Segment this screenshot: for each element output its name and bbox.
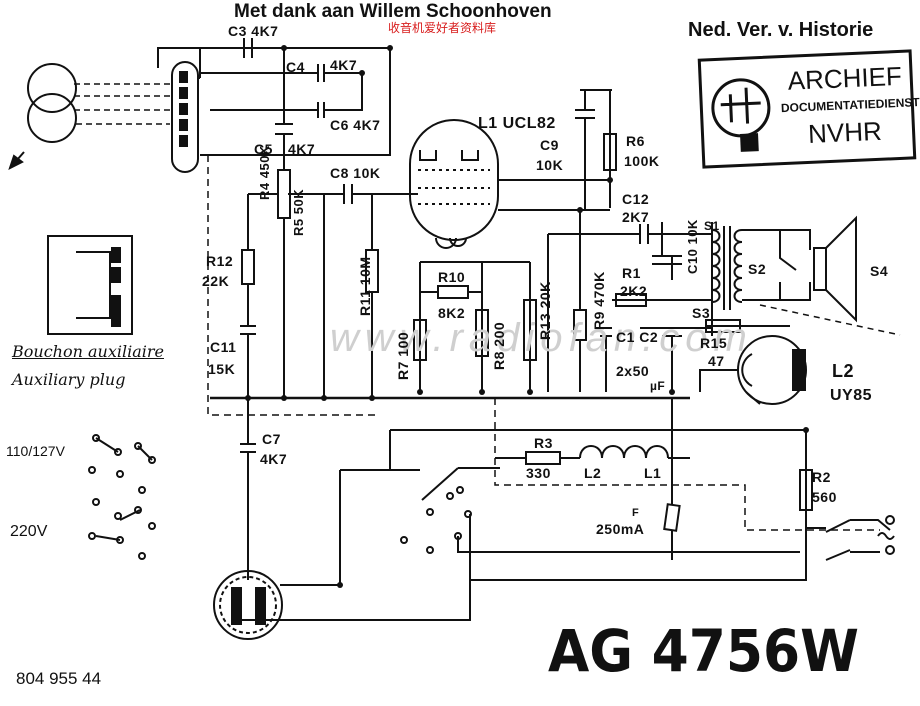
r12-value: 22K	[202, 273, 230, 289]
pickup-head	[8, 63, 170, 170]
l1-choke-label: L1	[644, 465, 662, 481]
r6-value: 100K	[624, 153, 660, 169]
c1c2-label: C1 C2	[616, 329, 659, 345]
fuse-value: 250mA	[596, 521, 645, 537]
c5-value: 4K7	[288, 141, 316, 157]
r4-label: R4 450K	[257, 145, 272, 200]
c11-value: 15K	[208, 361, 236, 377]
c10-label: C10 10K	[685, 219, 700, 274]
s2-label: S2	[748, 261, 767, 277]
r7-label: R7 100	[395, 331, 411, 380]
society-header: Ned. Ver. v. Historie	[688, 19, 874, 41]
c5-label: C5	[254, 141, 273, 157]
c1c2-value: 2x50	[616, 363, 650, 379]
tube-l1	[409, 119, 499, 249]
r9-label: R9 470K	[591, 271, 607, 330]
output-transformer	[711, 215, 901, 336]
c3-label: C3 4K7	[228, 23, 279, 39]
c4-label: C4	[286, 59, 305, 75]
r3-value: 330	[526, 465, 551, 481]
r6-label: R6	[626, 133, 645, 149]
r13-label: R13 20K	[537, 281, 553, 340]
site-watermark-cn: 收音机爱好者资料库	[388, 21, 497, 35]
motor	[213, 570, 283, 640]
r1-value: 2K2	[620, 283, 648, 299]
plug-label-fr: Bouchon auxiliaire	[12, 342, 164, 361]
part-number: 804 955 44	[16, 669, 102, 688]
voltage-high-label: 220V	[10, 523, 48, 540]
archive-stamp: ARCHIEF DOCUMENTATIEDIENST NVHR	[697, 49, 920, 169]
r2-value: 560	[812, 489, 837, 505]
c6-label: C6 4K7	[330, 117, 381, 133]
c7-label: C7	[262, 431, 281, 447]
plug-label-en: Auxiliary plug	[12, 370, 126, 389]
r10-label: R10	[438, 269, 466, 285]
fuse-label: F	[632, 507, 640, 519]
c11-label: C11	[210, 339, 237, 355]
r10-value: 8K2	[438, 305, 466, 321]
c8-label: C8 10K	[330, 165, 381, 181]
voltage-switch-legend	[88, 434, 156, 560]
credit-header: Met dank aan Willem Schoonhoven	[234, 1, 552, 22]
r5-label: R5 50K	[291, 188, 306, 236]
voltage-selector	[240, 467, 800, 621]
tube-l2-type: UY85	[830, 387, 873, 404]
c12-value: 2K7	[622, 209, 650, 225]
tube-l1-label: L1 UCL82	[478, 115, 556, 132]
globe-logo-icon	[711, 78, 771, 152]
tube-l2-label: L2	[832, 361, 855, 381]
aux-plug-symbol	[47, 235, 133, 335]
r11-label: R11 10M	[357, 256, 373, 316]
c4-value: 4K7	[330, 57, 358, 73]
r15-label: R15	[700, 335, 728, 351]
s3-label: S3	[692, 305, 711, 321]
model-number: AG 4756W	[548, 617, 860, 685]
r3-label: R3	[534, 435, 553, 451]
voltage-low-label: 110/127V	[6, 443, 65, 459]
r1-label: R1	[622, 265, 641, 281]
r12-label: R12	[206, 253, 234, 269]
r2-label: R2	[812, 469, 831, 485]
stamp-documentatiedienst: DOCUMENTATIEDIENST	[780, 95, 920, 116]
stamp-archief: ARCHIEF	[787, 60, 903, 96]
l2-choke-label: L2	[584, 465, 602, 481]
r8-label: R8 200	[491, 321, 507, 370]
c1c2-unit: µF	[650, 379, 666, 393]
c12-label: C12	[622, 191, 650, 207]
s1-label: S1	[704, 219, 720, 233]
radiofan-watermark: www.radiofan.com	[330, 316, 753, 360]
r15-value: 47	[708, 353, 725, 369]
r1-resistor	[615, 293, 647, 307]
s4-label: S4	[870, 263, 889, 279]
c9-value: 10K	[536, 157, 564, 173]
c7-value: 4K7	[260, 451, 288, 467]
stamp-nvhr: NVHR	[807, 115, 883, 149]
c9-label: C9	[540, 137, 559, 153]
